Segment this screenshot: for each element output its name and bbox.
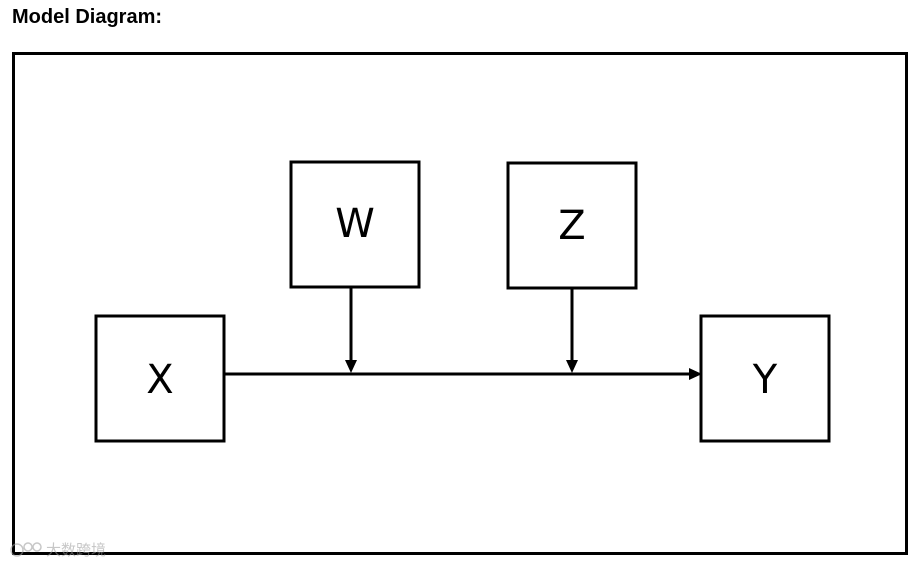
node-w-box [289,160,421,289]
diagram-frame [12,52,908,555]
node-x-label: X [146,357,173,403]
node-y: Y [699,314,831,443]
node-y-label: Y [752,357,778,403]
watermark-text: 大数跨境 [46,541,106,559]
node-z-box [506,161,638,290]
node-w-label: W [335,201,375,247]
arrowhead-y [689,368,702,380]
node-w: W [289,160,421,289]
node-x: X [94,314,226,443]
node-z-label: Z [558,203,585,249]
arrowhead-w [345,360,357,373]
node-x-box [94,314,226,443]
arrowhead-z [566,360,578,373]
watermark-logo: 大数跨境 [10,541,106,559]
diagram-heading: Model Diagram: [12,6,163,28]
node-y-box [699,314,831,443]
node-z: Z [506,161,638,290]
